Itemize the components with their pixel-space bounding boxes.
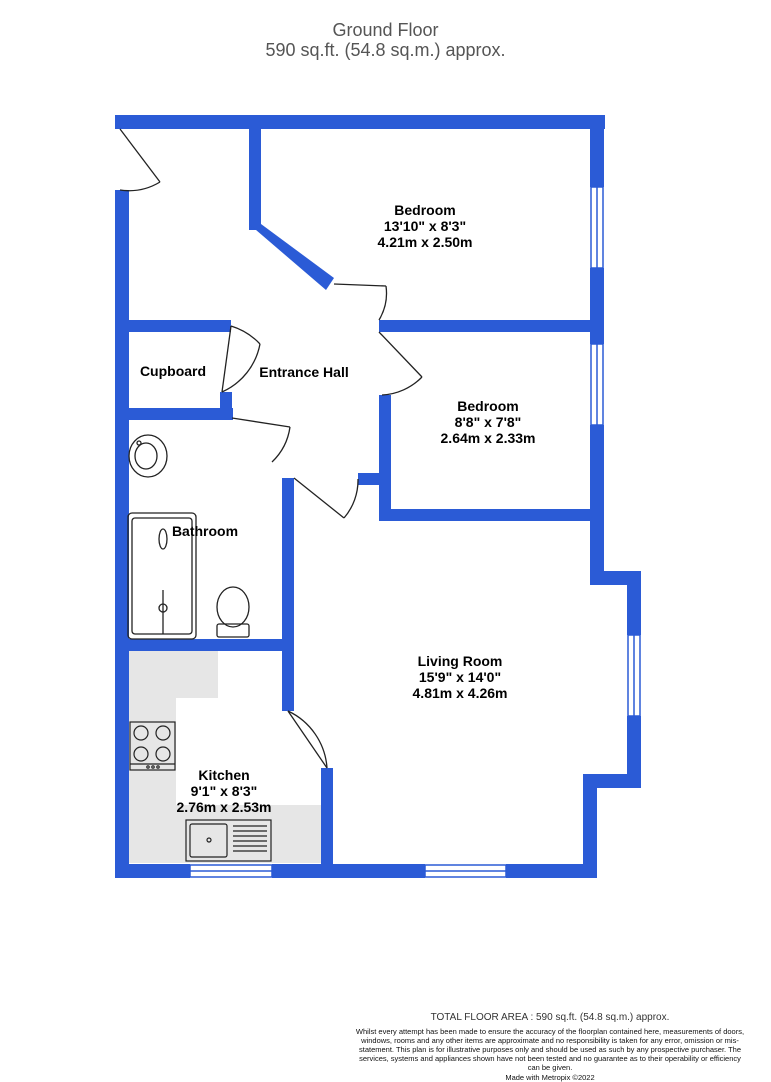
bedroom1-name: Bedroom [394,202,455,218]
bathroom-name: Bathroom [172,523,238,539]
living-room-imperial: 15'9" x 14'0" [419,669,501,685]
disclaimer: Whilst every attempt has been made to en… [355,1027,745,1072]
basin-icon [128,434,168,478]
living-room-name: Living Room [418,653,503,669]
floor-area: 590 sq.ft. (54.8 sq.m.) approx. [265,40,506,60]
bedroom2-imperial: 8'8" x 7'8" [455,414,522,430]
toilet-icon [216,586,250,638]
sink-icon [185,819,272,862]
total-floor-area: TOTAL FLOOR AREA : 590 sq.ft. (54.8 sq.m… [430,1012,670,1023]
kitchen-worktop [128,650,323,863]
cupboard-name: Cupboard [140,363,206,379]
kitchen-metric: 2.76m x 2.53m [177,799,272,815]
bedroom1-metric: 4.21m x 2.50m [378,234,473,250]
doors [119,128,423,769]
walls [115,115,641,878]
windows [189,186,641,878]
kitchen-imperial: 9'1" x 8'3" [191,783,258,799]
hob-icon [129,721,176,771]
bedroom2-name: Bedroom [457,398,518,414]
made-with-credit: Made with Metropix ©2022 [505,1073,595,1082]
living-room-metric: 4.81m x 4.26m [413,685,508,701]
bedroom2-metric: 2.64m x 2.33m [441,430,536,446]
entrance-hall-name: Entrance Hall [259,364,348,380]
bedroom1-imperial: 13'10" x 8'3" [384,218,466,234]
shower-icon [127,512,197,640]
kitchen-name: Kitchen [198,767,249,783]
floor-title: Ground Floor [332,20,439,40]
